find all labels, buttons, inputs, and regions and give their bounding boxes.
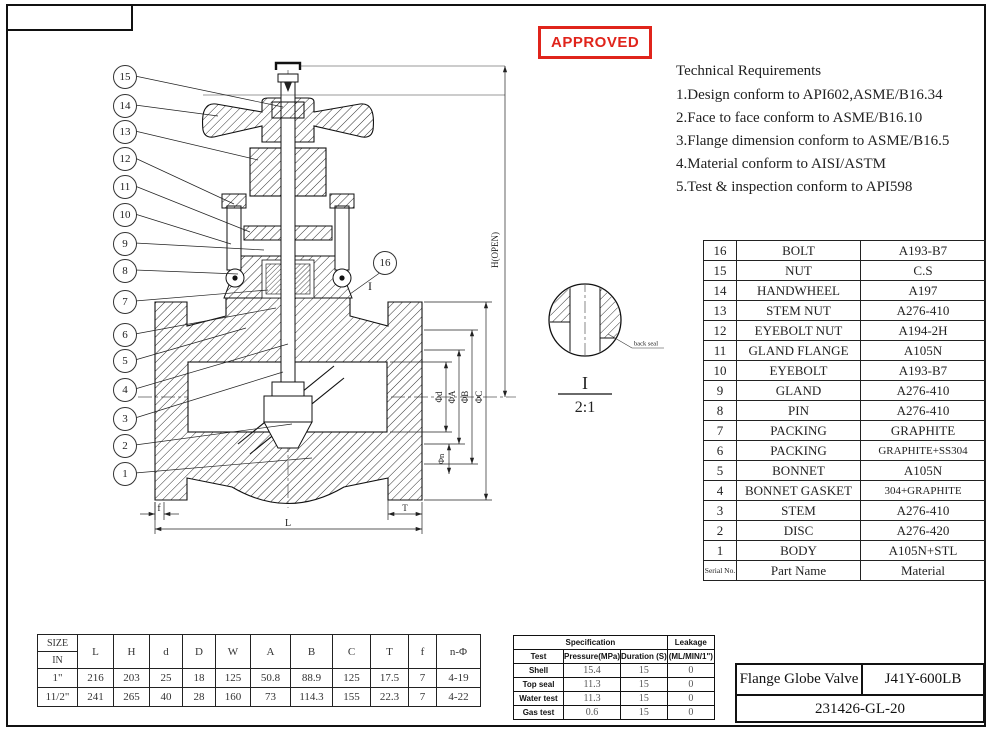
title-block: Flange Globe Valve J41Y-600LB 231426-GL-… xyxy=(735,663,985,723)
specification-header: Specification xyxy=(513,635,668,650)
test-col-header: Test xyxy=(513,649,564,664)
balloon-12: 12 xyxy=(113,147,137,171)
spec-table: Specification Leakage Test Pressure(MPa)… xyxy=(513,635,715,720)
table-row: 11/2" 241 265 40 28 160 73 114.3 155 22.… xyxy=(37,687,481,707)
detail-scale: 2:1 xyxy=(575,399,595,416)
technical-requirements: Technical Requirements 1.Design conform … xyxy=(676,60,981,199)
leakage-unit-header: (ML/MIN/1") xyxy=(666,649,715,664)
drawing-number: 231426-GL-20 xyxy=(815,701,905,717)
dim-label-phi-d: Φd xyxy=(434,391,444,403)
pressure-col-header: Pressure(MPa) xyxy=(562,649,622,664)
dim-label-l: L xyxy=(285,518,291,529)
leakage-header: Leakage xyxy=(666,635,715,650)
approved-stamp: APPROVED xyxy=(538,26,653,59)
dim-label-f: f xyxy=(157,503,161,514)
dim-label-phi-b: ΦB xyxy=(460,391,470,404)
balloon-11: 11 xyxy=(113,175,137,199)
section-cut-label: I xyxy=(368,279,372,293)
size-table-header-row: SIZE L H d D W A B C T f n-Φ xyxy=(37,634,481,669)
dim-label-h-open: H(OPEN) xyxy=(490,232,500,268)
spec-subheader-row: Test Pressure(MPa) Duration (S) (ML/MIN/… xyxy=(513,649,715,664)
requirement-line: 5.Test & inspection conform to API598 xyxy=(676,179,913,195)
valve-cross-section-drawing: H(OPEN) Φd ΦA ΦB ΦC Φn f L T I xyxy=(134,61,516,534)
balloon-4: 4 xyxy=(113,378,137,402)
balloon-leaders xyxy=(134,75,382,474)
balloon-5: 5 xyxy=(113,349,137,373)
corner-box xyxy=(6,4,133,31)
stem-and-disc xyxy=(263,73,313,449)
model-number: J41Y-600LB xyxy=(884,671,962,687)
dim-label-phi-n: Φn xyxy=(436,453,446,464)
gland-bolts xyxy=(221,193,355,288)
size-header-top: SIZE xyxy=(37,634,78,652)
balloon-10: 10 xyxy=(113,203,137,227)
requirement-line: 1.Design conform to API602,ASME/B16.34 xyxy=(676,87,943,103)
technical-requirements-title: Technical Requirements xyxy=(676,63,822,79)
product-name: Flange Globe Valve xyxy=(737,665,863,694)
balloon-8: 8 xyxy=(113,259,137,283)
dim-label-phi-c: ΦC xyxy=(474,391,484,404)
size-table: SIZE L H d D W A B C T f n-Φ IN 1" 216 2… xyxy=(37,634,481,707)
requirement-line: 2.Face to face conform to ASME/B16.10 xyxy=(676,110,923,126)
part-name-header: Part Name xyxy=(736,560,861,581)
size-table-header-row2: IN xyxy=(37,651,481,669)
requirement-line: 3.Flange dimension conform to ASME/B16.5 xyxy=(676,133,950,149)
balloon-16: 16 xyxy=(373,251,397,275)
detail-view-back-seal: back seal I 2:1 xyxy=(548,283,664,416)
duration-col-header: Duration (S) xyxy=(620,649,668,664)
balloon-6: 6 xyxy=(113,323,137,347)
balloon-13: 13 xyxy=(113,120,137,144)
balloon-9: 9 xyxy=(113,232,137,256)
table-row: 1" 216 203 25 18 125 50.8 88.9 125 17.5 … xyxy=(37,668,481,688)
balloon-7: 7 xyxy=(113,290,137,314)
balloon-14: 14 xyxy=(113,94,137,118)
detail-label: I xyxy=(582,373,588,393)
stem-top-marks xyxy=(203,61,505,96)
dimension-lines xyxy=(140,66,508,534)
balloon-3: 3 xyxy=(113,407,137,431)
back-seal-note: back seal xyxy=(634,341,658,348)
serial-header: Serial No. xyxy=(703,560,737,581)
spec-header-row: Specification Leakage xyxy=(513,635,715,650)
size-header-bottom: IN xyxy=(37,651,78,669)
dim-label-phi-a: ΦA xyxy=(447,390,457,404)
requirement-line: 4.Material conform to AISI/ASTM xyxy=(676,156,886,172)
balloon-2: 2 xyxy=(113,434,137,458)
material-header: Material xyxy=(860,560,986,581)
balloon-15: 15 xyxy=(113,65,137,89)
balloon-1: 1 xyxy=(113,462,137,486)
dim-label-t: T xyxy=(402,503,408,513)
